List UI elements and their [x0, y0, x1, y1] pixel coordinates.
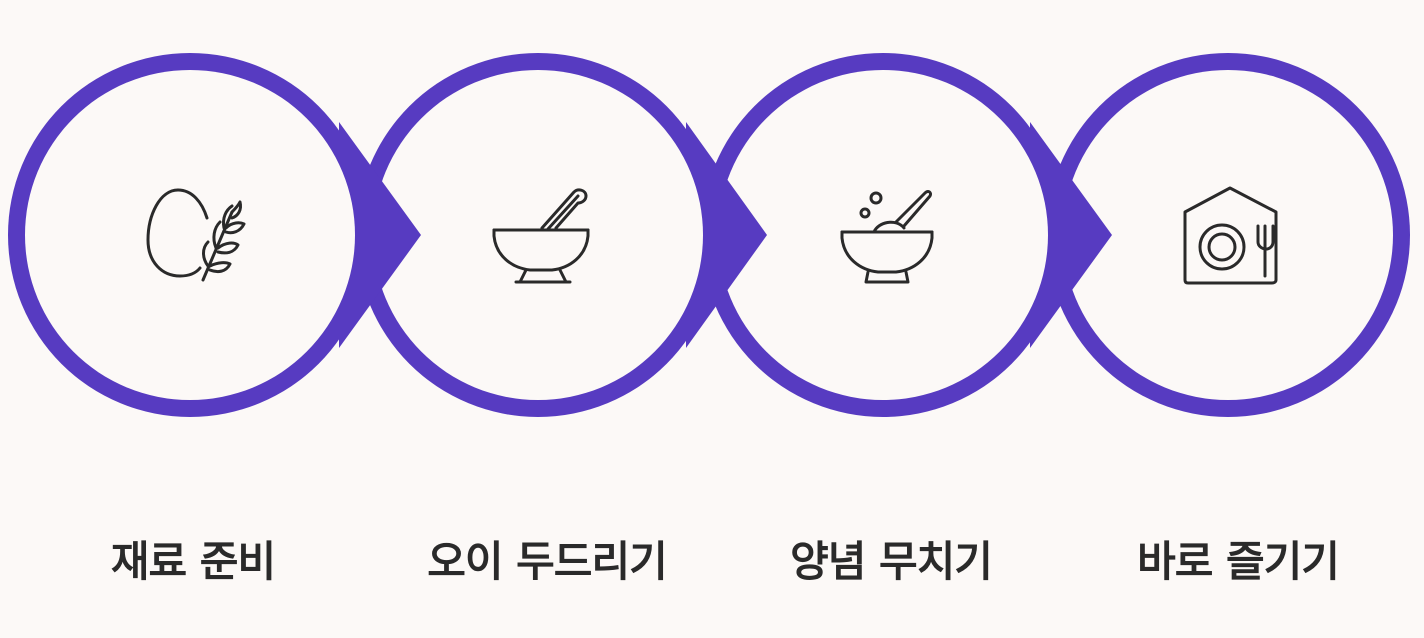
step-4-label: 바로 즐기기 [1137, 537, 1340, 586]
mixing-bowl-icon [840, 190, 934, 284]
step-2-ring [356, 53, 767, 417]
step-1-label: 재료 준비 [110, 537, 276, 586]
step-3-label: 양념 무치기 [790, 537, 993, 586]
step-1-arrow [339, 122, 421, 348]
step-1-ring [8, 53, 421, 417]
step-2-label: 오이 두드리기 [427, 537, 667, 586]
mortar-pestle-icon [492, 188, 590, 284]
dining-home-icon [1183, 186, 1278, 285]
step-3-arrow [1030, 122, 1112, 348]
egg-wheat-icon [146, 188, 246, 282]
step-3-ring [701, 53, 1112, 417]
step-2-arrow [686, 122, 767, 348]
